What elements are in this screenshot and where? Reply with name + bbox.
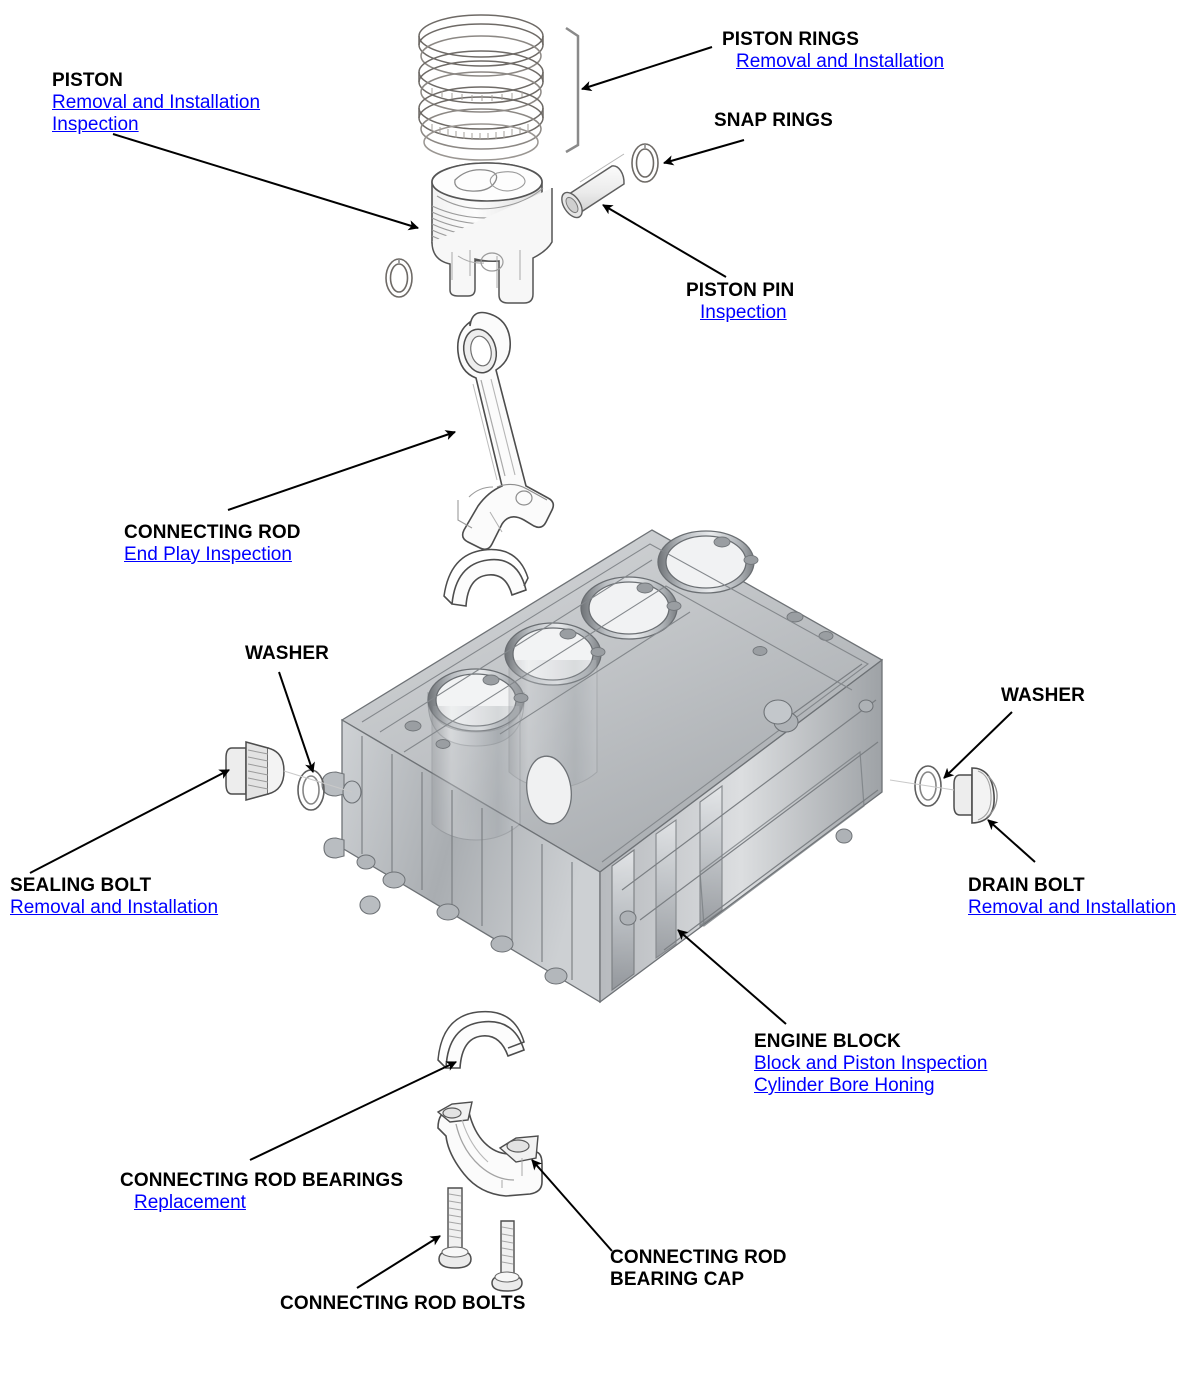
sealing-bolt-graphic	[225, 741, 285, 801]
leader-piston	[112, 133, 419, 231]
callout-connecting-rod-bearings: CONNECTING ROD BEARINGS Replacement	[120, 1170, 403, 1214]
leader-piston-pin	[602, 204, 727, 278]
connecting-rod-graphic	[456, 311, 555, 551]
callout-engine-block-title: ENGINE BLOCK	[754, 1031, 901, 1052]
snap-ring-right-graphic	[631, 143, 659, 183]
callout-connecting-rod-bearings-title: CONNECTING ROD BEARINGS	[120, 1170, 404, 1191]
link-connecting-rod-bearings-replacement[interactable]: Replacement	[134, 1192, 246, 1213]
engine-block-graphic	[321, 529, 884, 1004]
connecting-rod-bolt-2-graphic	[491, 1220, 523, 1292]
link-drain-bolt-removal-installation[interactable]: Removal and Installation	[968, 897, 1177, 918]
callout-snap-rings: SNAP RINGS	[714, 110, 833, 132]
leader-washer-right	[943, 711, 1013, 779]
leader-cr-bearings	[249, 1061, 457, 1161]
callout-drain-bolt-links: Removal and Installation	[968, 897, 1176, 919]
callout-piston-rings-links: Removal and Installation	[722, 51, 944, 73]
piston-rings-hatching	[431, 88, 529, 140]
callout-connecting-rod-bolts: CONNECTING ROD BOLTS	[280, 1293, 525, 1315]
leader-washer-left	[278, 671, 315, 773]
piston-rings-graphic	[418, 14, 544, 161]
leader-sealing-bolt	[29, 769, 230, 874]
callout-engine-block: ENGINE BLOCK Block and Piston Inspection…	[754, 1031, 987, 1097]
callout-sealing-bolt-title: SEALING BOLT	[10, 875, 152, 896]
callout-washer-left: WASHER	[245, 643, 329, 665]
leader-drain-bolt	[987, 819, 1036, 863]
callout-sealing-bolt-links: Removal and Installation	[10, 897, 218, 919]
leader-cr-bolts	[356, 1235, 441, 1289]
callout-connecting-rod: CONNECTING ROD End Play Inspection	[124, 522, 301, 566]
callout-connecting-rod-links: End Play Inspection	[124, 544, 301, 566]
link-cylinder-bore-honing[interactable]: Cylinder Bore Honing	[754, 1075, 935, 1096]
piston-graphic	[431, 162, 553, 304]
callout-connecting-rod-bearings-links: Replacement	[120, 1192, 403, 1214]
link-piston-removal-installation[interactable]: Removal and Installation	[52, 92, 261, 113]
link-connecting-rod-end-play-inspection[interactable]: End Play Inspection	[124, 544, 292, 565]
callout-piston-links: Removal and Installation Inspection	[52, 92, 260, 136]
callout-washer-right-title: WASHER	[1001, 685, 1085, 706]
leader-lines	[29, 46, 1036, 1289]
callout-washer-left-title: WASHER	[245, 643, 329, 664]
piston-rings-bracket	[565, 26, 580, 154]
leader-snap-ring-right	[663, 139, 745, 166]
drain-bolt-graphic	[953, 767, 998, 824]
callout-snap-rings-title: SNAP RINGS	[714, 110, 833, 131]
connecting-rod-bolt-1-graphic	[438, 1187, 472, 1269]
washer-right-graphic	[914, 765, 942, 807]
callout-drain-bolt-title: DRAIN BOLT	[968, 875, 1085, 896]
link-piston-pin-inspection[interactable]: Inspection	[700, 302, 787, 323]
connecting-rod-bearing-upper-graphic	[443, 548, 529, 607]
sealing-bolt-axis-line	[283, 770, 353, 793]
leader-piston-rings	[581, 46, 713, 92]
callout-piston-pin: PISTON PIN Inspection	[686, 280, 794, 324]
link-piston-rings-removal-installation[interactable]: Removal and Installation	[736, 51, 945, 72]
link-block-and-piston-inspection[interactable]: Block and Piston Inspection	[754, 1053, 988, 1074]
callout-connecting-rod-title: CONNECTING ROD	[124, 522, 301, 543]
snap-ring-left-graphic	[385, 258, 413, 298]
callout-connecting-rod-bearing-cap: CONNECTING ROD BEARING CAP	[610, 1247, 787, 1291]
leader-connecting-rod	[227, 430, 456, 511]
callout-piston-pin-title: PISTON PIN	[686, 280, 795, 301]
callout-washer-right: WASHER	[1001, 685, 1085, 707]
callout-piston-rings: PISTON RINGS Removal and Installation	[722, 29, 944, 73]
link-sealing-bolt-removal-installation[interactable]: Removal and Installation	[10, 897, 219, 918]
callout-engine-block-links: Block and Piston Inspection Cylinder Bor…	[754, 1053, 987, 1097]
callout-connecting-rod-bolts-title: CONNECTING ROD BOLTS	[280, 1293, 526, 1314]
leader-engine-block	[677, 929, 787, 1025]
piston-pin-graphic	[561, 153, 625, 219]
callout-piston-title: PISTON	[52, 70, 123, 91]
link-piston-inspection[interactable]: Inspection	[52, 114, 139, 135]
callout-piston-pin-links: Inspection	[686, 302, 794, 324]
leader-cr-bearing-cap	[531, 1159, 613, 1252]
drain-bolt-axis-line	[889, 779, 955, 791]
callout-piston: PISTON Removal and Installation Inspecti…	[52, 70, 260, 136]
callout-sealing-bolt: SEALING BOLT Removal and Installation	[10, 875, 218, 919]
connecting-rod-bearing-lower-graphic	[437, 1010, 525, 1069]
connecting-rod-bearing-cap-graphic	[436, 1101, 543, 1197]
callout-connecting-rod-bearing-cap-title: CONNECTING ROD BEARING CAP	[610, 1247, 787, 1290]
callout-drain-bolt: DRAIN BOLT Removal and Installation	[968, 875, 1176, 919]
callout-piston-rings-title: PISTON RINGS	[722, 29, 860, 50]
